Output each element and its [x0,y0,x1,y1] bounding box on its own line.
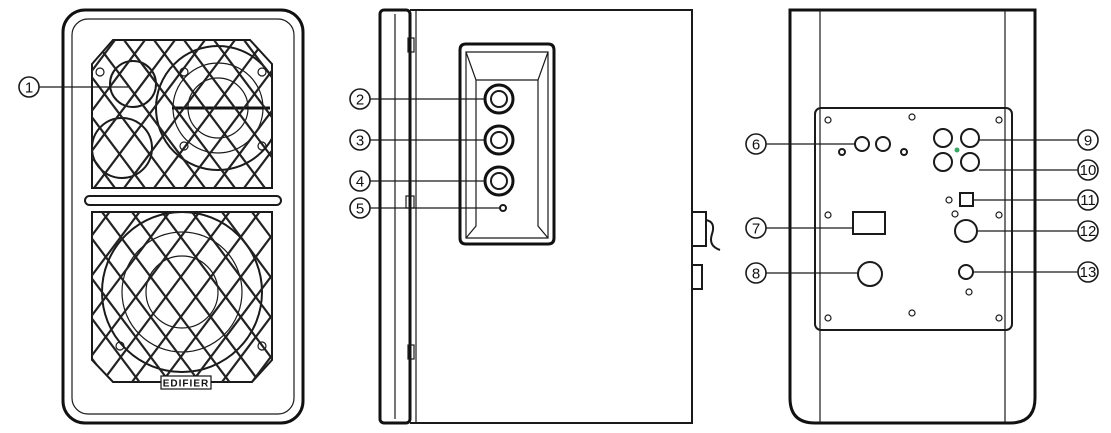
brand-logo-plate [160,375,212,390]
knob-2[interactable] [483,83,515,115]
callout-2: 2 [349,88,371,110]
svg-text:9: 9 [1084,133,1092,150]
side-cabinet [410,9,693,424]
tweeter [109,60,157,108]
callout-12: 12 [1077,220,1099,242]
svg-text:2: 2 [356,92,364,109]
rear-view [788,8,1037,425]
svg-text:6: 6 [752,137,760,154]
callout-11: 11 [1077,189,1099,211]
callout-1: 1 [18,76,40,98]
rear-cabinet [788,8,1037,425]
svg-text:8: 8 [752,266,760,283]
svg-text:3: 3 [356,133,364,150]
svg-text:12: 12 [1080,223,1097,240]
svg-text:10: 10 [1080,162,1097,179]
top-grille-panel [91,39,273,189]
callout-3: 3 [349,129,371,151]
svg-text:1: 1 [25,80,33,97]
side-grille-edge [378,8,412,425]
front-view: EDIFIER [61,8,305,425]
knob-3[interactable] [483,124,515,156]
center-light-bar [84,195,282,206]
callout-10: 10 [1077,159,1099,181]
callout-6: 6 [745,133,767,155]
side-view [378,8,721,425]
bottom-grille-panel [91,211,273,383]
callouts: 1 2 3 4 5 6 7 8 9 10 11 12 13 [18,76,1099,284]
rear-cables [691,211,721,290]
svg-text:5: 5 [356,201,364,218]
switch-7[interactable] [852,211,886,235]
brand-logo: EDIFIER [163,379,209,390]
front-baffle [71,18,295,415]
knob-4[interactable] [483,165,515,197]
callout-4: 4 [349,170,371,192]
control-panel [458,42,556,246]
callout-13: 13 [1077,261,1099,283]
svg-text:13: 13 [1080,264,1097,281]
callout-9: 9 [1077,129,1099,151]
callout-8: 8 [745,262,767,284]
port-12[interactable] [954,219,978,243]
svg-text:11: 11 [1080,192,1096,209]
port-13[interactable] [958,264,974,296]
rear-plate [814,107,1013,331]
port-11-optical[interactable] [945,192,974,218]
indicator-5 [499,204,507,212]
rear-screws [824,113,1003,322]
speaker-terminals-9-10[interactable] [933,128,980,172]
callout-7: 7 [745,217,767,239]
svg-text:7: 7 [752,221,760,238]
power-socket-8[interactable] [857,261,883,287]
callout-5: 5 [349,197,371,219]
svg-text:4: 4 [356,174,364,191]
port-6-group[interactable] [838,136,908,156]
front-cabinet [61,8,305,425]
